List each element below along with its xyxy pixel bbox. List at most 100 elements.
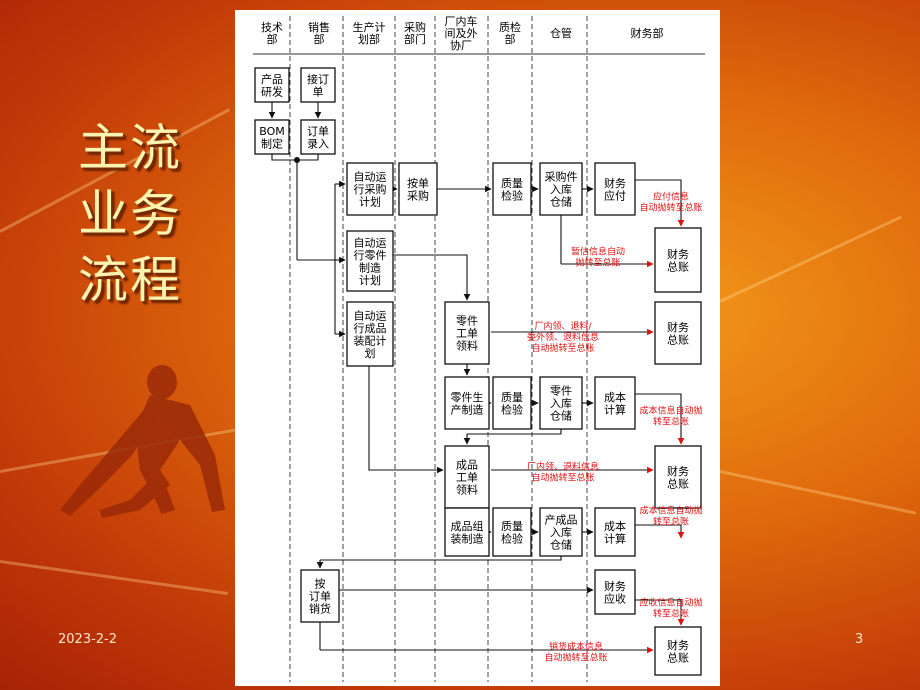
process-box-label: 应付 bbox=[604, 188, 626, 202]
process-box-label: 质量 bbox=[501, 177, 523, 190]
process-box-label: 检验 bbox=[501, 188, 523, 202]
process-box-label: 制造 bbox=[359, 260, 381, 274]
swimlane-header: 部门 bbox=[404, 32, 426, 46]
red-note-text: 自动抛转至总账 bbox=[531, 472, 594, 484]
process-box-label: 产制造 bbox=[451, 402, 484, 416]
process-box-label: 零件 bbox=[550, 385, 572, 398]
page-number: 3 bbox=[855, 632, 864, 647]
process-box-label: 计算 bbox=[604, 531, 626, 545]
process-box-label: 行采购 bbox=[354, 182, 387, 196]
process-box bbox=[254, 67, 290, 103]
swimlane-header: 协厂 bbox=[450, 38, 472, 52]
flow-arrow bbox=[635, 179, 685, 227]
swimlane-header: 质检 bbox=[499, 20, 521, 34]
flow-arrow bbox=[635, 524, 685, 539]
process-box-label: 按单 bbox=[407, 176, 429, 190]
process-box-label: 行成品 bbox=[354, 322, 387, 335]
process-box-label: 零件 bbox=[456, 315, 478, 328]
process-box-label: 质量 bbox=[501, 391, 523, 404]
process-box bbox=[300, 119, 336, 155]
flow-connector bbox=[467, 429, 562, 435]
process-box-label: 仓储 bbox=[550, 538, 572, 552]
process-box-label: 研发 bbox=[261, 84, 283, 98]
process-box-label: 成品 bbox=[456, 459, 478, 472]
slide-title-line: 业务 bbox=[78, 185, 182, 243]
process-box-label: 单 bbox=[313, 85, 324, 98]
process-box bbox=[444, 301, 490, 365]
process-box-label: 零件生 bbox=[451, 390, 484, 404]
sprinter-silhouette bbox=[60, 365, 225, 518]
swimlane-header: 生产计 bbox=[353, 20, 386, 34]
red-note-text: 销货成本信息 bbox=[549, 641, 603, 653]
swimlane-header: 财务部 bbox=[631, 26, 664, 40]
process-box-label: 应收 bbox=[604, 591, 626, 605]
process-box-label: 划 bbox=[365, 347, 376, 360]
process-box bbox=[444, 507, 490, 557]
process-box bbox=[300, 67, 336, 103]
light-streak bbox=[719, 215, 902, 303]
process-box-label: 计划 bbox=[359, 196, 381, 209]
slide-title-line: 流程 bbox=[78, 251, 182, 309]
process-box bbox=[654, 301, 702, 365]
process-box-label: 工单 bbox=[456, 471, 478, 484]
process-box-label: 检验 bbox=[501, 402, 523, 416]
flow-connector bbox=[320, 556, 562, 561]
process-box-label: 自动运 bbox=[354, 171, 387, 184]
process-box-label: 销货 bbox=[309, 602, 331, 616]
slide-title-line: 主流 bbox=[78, 119, 182, 177]
process-box bbox=[444, 445, 490, 509]
process-box bbox=[492, 376, 532, 430]
process-box bbox=[654, 227, 702, 293]
swimlane-header: 划部 bbox=[358, 32, 380, 46]
process-box-label: 财务 bbox=[667, 464, 689, 478]
swimlane-group: 技术部销售部生产计划部采购部门厂内车间及外协厂质检部仓管财务部 bbox=[253, 14, 705, 682]
process-box-label: 成本 bbox=[604, 519, 626, 533]
process-box-label: 总账 bbox=[667, 332, 689, 346]
swimlane-header: 销售 bbox=[308, 20, 330, 34]
order-recv-box: 接订单 bbox=[300, 67, 336, 103]
process-box bbox=[594, 376, 636, 430]
process-box-label: 装制造 bbox=[451, 531, 484, 545]
process-box-label: 入库 bbox=[550, 397, 572, 410]
process-box-label: 总账 bbox=[667, 476, 689, 490]
red-note-text: 自动抛转至总账 bbox=[544, 652, 607, 664]
process-box-label: 行零件 bbox=[354, 249, 387, 262]
swimlane-header: 部 bbox=[505, 32, 516, 46]
process-box bbox=[346, 230, 394, 292]
red-note-text: 暂估信息自动 bbox=[571, 246, 625, 258]
process-box bbox=[492, 507, 532, 557]
swimlane-header: 部 bbox=[267, 32, 278, 46]
swimlane-header: 采购 bbox=[404, 20, 426, 34]
process-box-label: 检验 bbox=[501, 531, 523, 545]
flow-connector bbox=[296, 154, 319, 260]
red-note-text: 转至总账 bbox=[653, 516, 689, 528]
red-note-text: 厂内领、退料信息 bbox=[527, 461, 599, 473]
process-box-label: 财务 bbox=[604, 579, 626, 593]
process-box bbox=[594, 162, 636, 216]
process-box-label: 自动运 bbox=[354, 236, 387, 249]
process-box bbox=[492, 162, 532, 216]
process-box bbox=[346, 162, 394, 216]
